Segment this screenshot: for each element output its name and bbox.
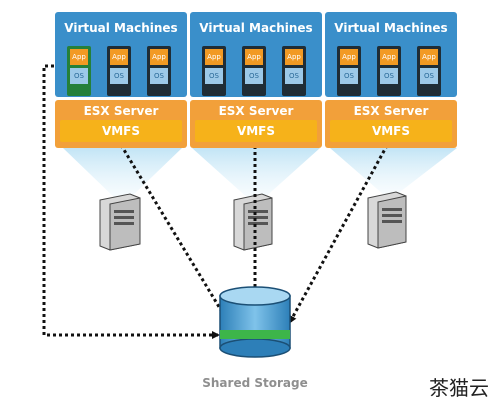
app-box: App bbox=[110, 49, 128, 65]
os-box: OS bbox=[340, 68, 358, 84]
app-box: App bbox=[340, 49, 358, 65]
server-tower-icon bbox=[99, 193, 141, 251]
vm-panel-title: Virtual Machines bbox=[334, 21, 448, 35]
vm-card[interactable]: App OS bbox=[107, 46, 131, 96]
vm-storage-link bbox=[42, 64, 220, 339]
app-box: App bbox=[70, 49, 88, 65]
vmfs-label: VMFS bbox=[330, 120, 452, 142]
esx-server-title: ESX Server bbox=[83, 104, 159, 118]
vm-card[interactable]: App OS bbox=[417, 46, 441, 96]
vm-card[interactable]: App OS bbox=[282, 46, 306, 96]
vm-card[interactable]: App OS bbox=[202, 46, 226, 96]
server-tower-icon bbox=[233, 193, 273, 251]
os-box: OS bbox=[150, 68, 168, 84]
vm-card[interactable]: App OS bbox=[147, 46, 171, 96]
vm-panel-title: Virtual Machines bbox=[199, 21, 313, 35]
os-box: OS bbox=[285, 68, 303, 84]
vm-panel-title: Virtual Machines bbox=[64, 21, 178, 35]
app-box: App bbox=[245, 49, 263, 65]
vm-panel: Virtual Machines App OS App OS App OS bbox=[190, 12, 322, 97]
storage-cylinder-icon bbox=[219, 286, 291, 358]
app-box: App bbox=[420, 49, 438, 65]
esx-server-title: ESX Server bbox=[218, 104, 294, 118]
vm-card[interactable]: App OS bbox=[377, 46, 401, 96]
vmfs-storage-link bbox=[116, 139, 232, 327]
vmfs-storage-link bbox=[288, 139, 392, 324]
beam-3 bbox=[330, 148, 457, 195]
os-box: OS bbox=[420, 68, 438, 84]
os-box: OS bbox=[245, 68, 263, 84]
os-box: OS bbox=[380, 68, 398, 84]
vm-card[interactable]: App OS bbox=[67, 46, 91, 96]
beam-1 bbox=[63, 148, 182, 200]
shared-storage-label: Shared Storage bbox=[202, 376, 308, 390]
os-box: OS bbox=[205, 68, 223, 84]
app-box: App bbox=[285, 49, 303, 65]
esx-server-panel: ESX Server VMFS bbox=[190, 100, 322, 148]
vm-card[interactable]: App OS bbox=[242, 46, 266, 96]
esx-server-title: ESX Server bbox=[353, 104, 429, 118]
os-box: OS bbox=[110, 68, 128, 84]
app-box: App bbox=[205, 49, 223, 65]
app-box: App bbox=[150, 49, 168, 65]
server-tower-icon bbox=[367, 191, 407, 249]
vmfs-label: VMFS bbox=[60, 120, 182, 142]
vm-panel: Virtual Machines App OS App OS App OS bbox=[55, 12, 187, 97]
esx-server-panel: ESX Server VMFS bbox=[325, 100, 457, 148]
app-box: App bbox=[380, 49, 398, 65]
vm-card[interactable]: App OS bbox=[337, 46, 361, 96]
watermark-text: 茶猫云 bbox=[426, 372, 492, 401]
vm-panel: Virtual Machines App OS App OS App OS bbox=[325, 12, 457, 97]
os-box: OS bbox=[70, 68, 88, 84]
beam-2 bbox=[192, 148, 320, 200]
esx-server-panel: ESX Server VMFS bbox=[55, 100, 187, 148]
vmfs-label: VMFS bbox=[195, 120, 317, 142]
